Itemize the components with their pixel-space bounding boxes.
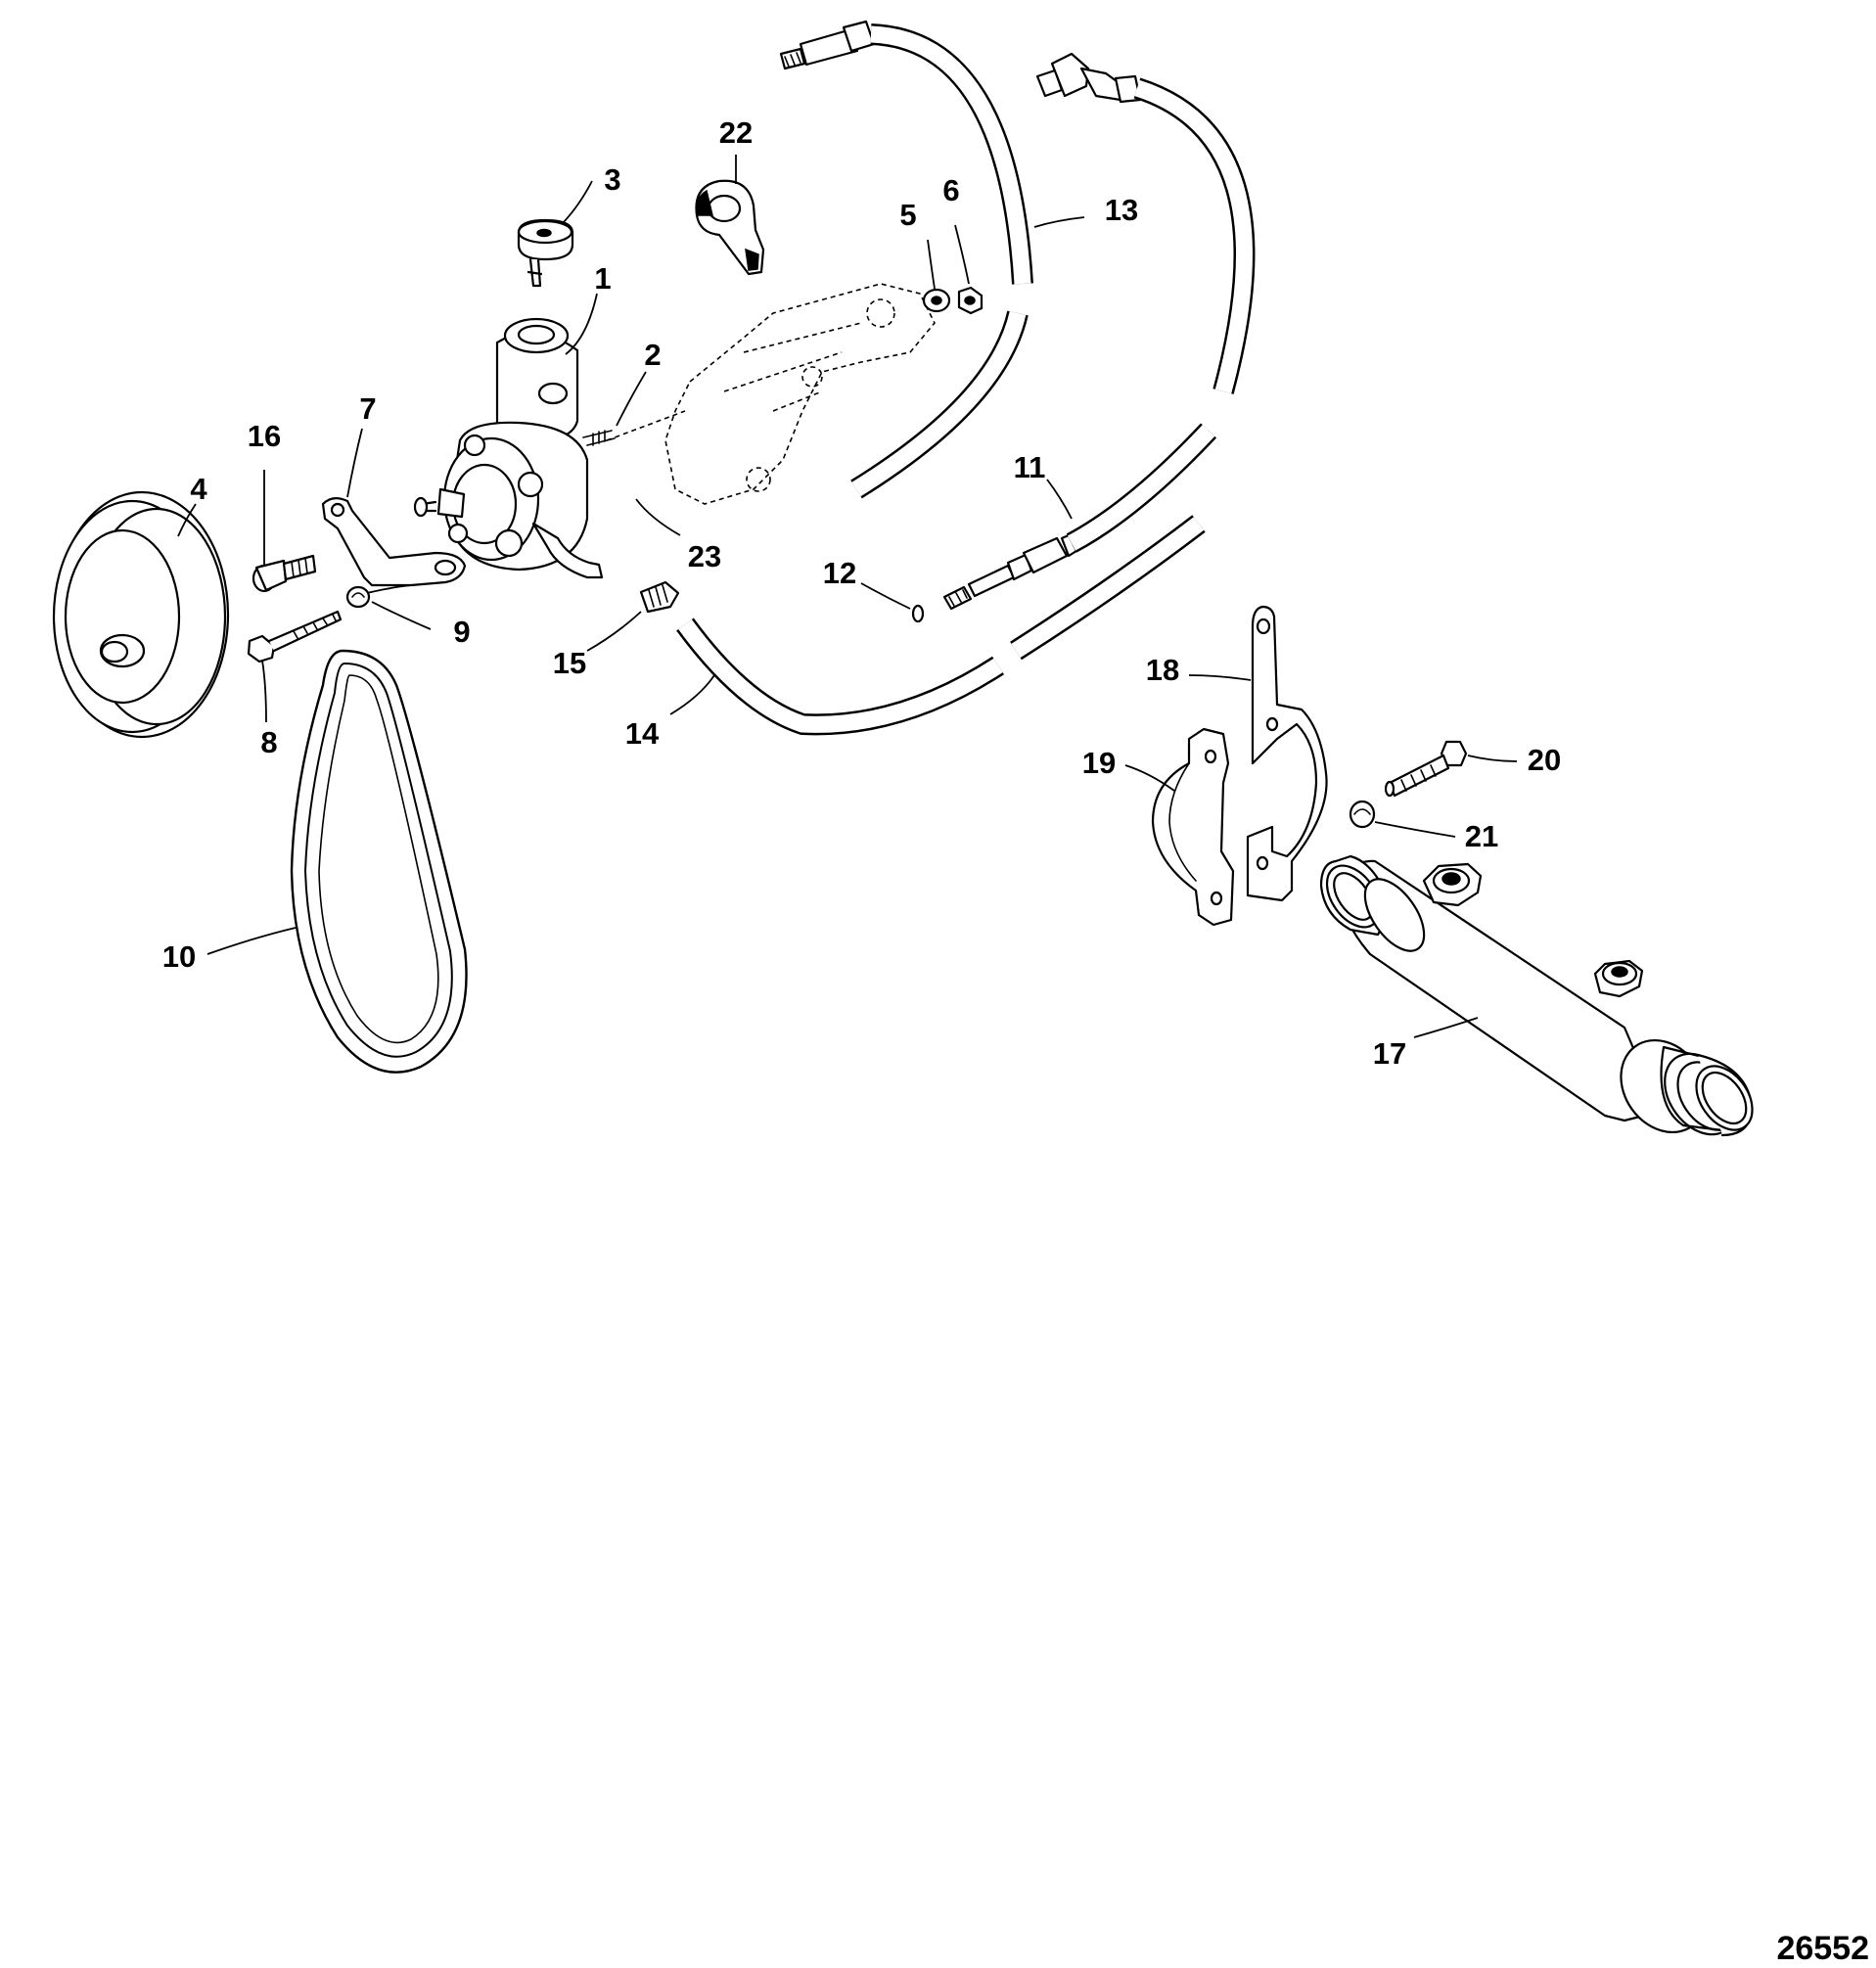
adjusting-bracket bbox=[321, 497, 467, 596]
callout-labels: 1 2 3 4 5 6 7 8 9 10 11 12 13 14 15 16 1… bbox=[162, 115, 1561, 1071]
hose-fitting-11 bbox=[942, 533, 1078, 611]
leader-5 bbox=[927, 239, 936, 290]
bolt-8 bbox=[247, 610, 343, 664]
leader-lines bbox=[177, 155, 1518, 1038]
callout-22: 22 bbox=[719, 115, 753, 150]
leader-12 bbox=[860, 582, 911, 610]
cooler bbox=[1319, 854, 1754, 1137]
mounting-bracket bbox=[664, 283, 936, 505]
callout-6: 6 bbox=[942, 173, 959, 207]
callout-23: 23 bbox=[688, 539, 721, 573]
nut bbox=[957, 286, 984, 315]
figure-number: 26552 bbox=[1776, 1930, 1869, 1967]
leader-9 bbox=[371, 601, 432, 630]
leader-17 bbox=[1413, 1017, 1479, 1038]
bolt-16 bbox=[252, 554, 317, 593]
cooler-bracket-18 bbox=[1246, 605, 1328, 902]
callout-9: 9 bbox=[453, 615, 470, 649]
leader-20 bbox=[1467, 755, 1518, 762]
leader-8 bbox=[261, 660, 267, 723]
lock-washer-9 bbox=[345, 585, 371, 609]
drive-belt bbox=[290, 649, 468, 1074]
callout-17: 17 bbox=[1373, 1036, 1406, 1071]
callout-19: 19 bbox=[1082, 746, 1116, 780]
hose-13 bbox=[779, 20, 1033, 499]
callout-2: 2 bbox=[644, 338, 661, 372]
hose-11 bbox=[1066, 423, 1217, 553]
hose-13-return bbox=[1035, 52, 1256, 394]
callout-16: 16 bbox=[248, 419, 281, 453]
cooler-clamp-19 bbox=[1151, 727, 1235, 927]
callout-11: 11 bbox=[1014, 450, 1046, 484]
callout-21: 21 bbox=[1465, 819, 1498, 853]
callout-1: 1 bbox=[594, 261, 611, 296]
leader-19 bbox=[1124, 764, 1175, 792]
fitting-15 bbox=[639, 580, 680, 614]
leader-6 bbox=[954, 224, 970, 285]
leader-7 bbox=[346, 428, 363, 498]
power-steering-pump bbox=[413, 317, 616, 579]
leader-15 bbox=[586, 611, 642, 652]
callout-13: 13 bbox=[1105, 193, 1138, 227]
reservoir-cap bbox=[517, 218, 574, 288]
leader-3 bbox=[562, 180, 593, 224]
leader-23 bbox=[635, 498, 681, 536]
leader-18 bbox=[1188, 674, 1252, 681]
callout-4: 4 bbox=[190, 472, 207, 506]
hose-clip bbox=[695, 179, 765, 276]
stud-centerline bbox=[606, 410, 686, 441]
leader-21 bbox=[1374, 821, 1456, 838]
lock-washer-21 bbox=[1349, 800, 1376, 829]
o-ring bbox=[911, 604, 925, 623]
callout-3: 3 bbox=[604, 162, 620, 197]
leader-2 bbox=[616, 371, 647, 427]
leader-10 bbox=[206, 927, 297, 955]
callout-5: 5 bbox=[899, 198, 916, 232]
callout-12: 12 bbox=[823, 556, 856, 590]
leader-4 bbox=[177, 503, 197, 537]
bolt-20 bbox=[1384, 740, 1468, 798]
washer bbox=[922, 288, 951, 313]
callout-15: 15 bbox=[553, 646, 586, 680]
pulley bbox=[52, 490, 230, 739]
leader-1 bbox=[565, 293, 598, 355]
callout-10: 10 bbox=[162, 939, 196, 974]
leader-11 bbox=[1046, 479, 1073, 520]
callout-14: 14 bbox=[625, 716, 660, 751]
callout-18: 18 bbox=[1146, 653, 1179, 687]
callout-20: 20 bbox=[1528, 743, 1561, 777]
leader-14 bbox=[669, 674, 715, 715]
leader-13 bbox=[1033, 216, 1085, 228]
callout-8: 8 bbox=[260, 725, 277, 759]
hose-14 bbox=[676, 515, 1206, 736]
callout-7: 7 bbox=[359, 391, 376, 426]
